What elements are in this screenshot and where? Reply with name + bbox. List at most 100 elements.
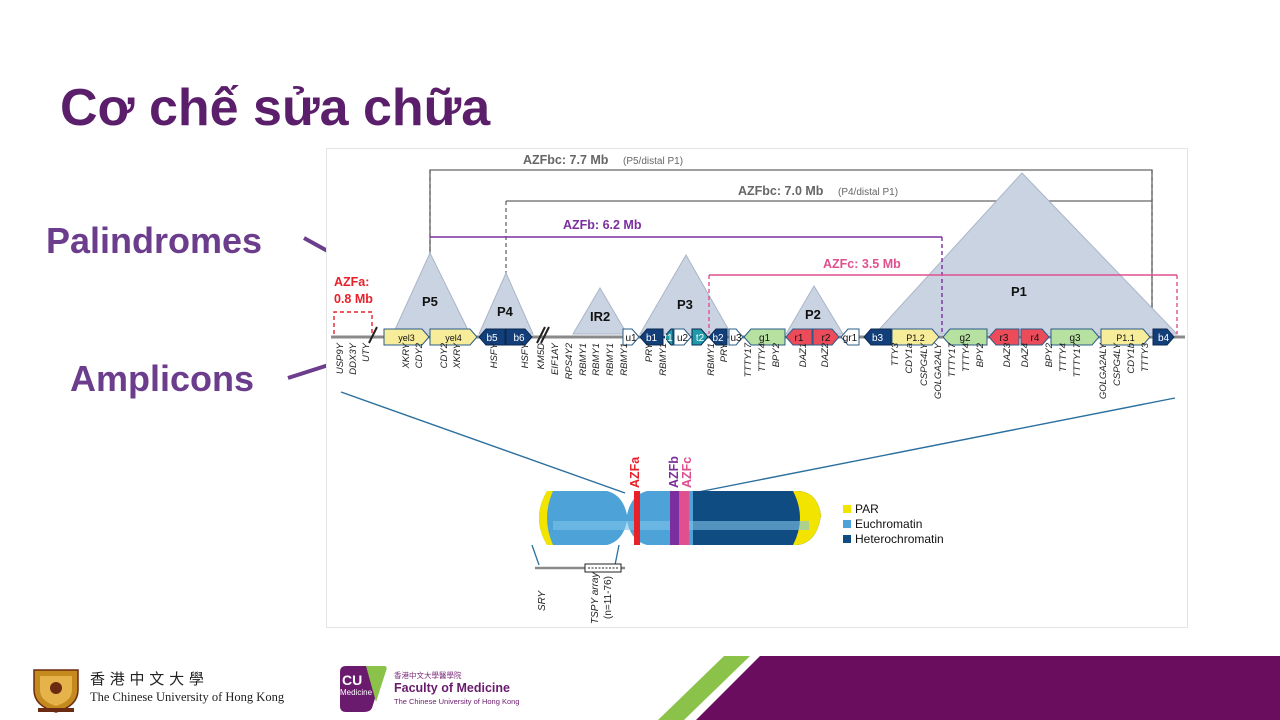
amplicon-segment-label: g2 (959, 333, 971, 344)
amplicon-segment-r4: r4 (1020, 328, 1050, 346)
y-chromosome-figure: AZFbc: 7.7 Mb (P5/distal P1) AZFbc: 7.0 … (326, 148, 1188, 628)
footer-purple-block (696, 656, 1280, 720)
amplicon-segment-p1-2: P1.2 (891, 328, 940, 346)
legend-label-heterochromatin: Heterochromatin (855, 532, 944, 546)
gene-label: CSPG4LY (919, 342, 930, 386)
amplicon-segment-b3: b3 (863, 328, 892, 346)
gene-label: PRY (719, 342, 730, 362)
cu-medicine-badge-line2: Medicine (340, 688, 373, 697)
amplicon-segment-label: t2 (696, 333, 705, 344)
gene-label: BPY2 (1044, 342, 1055, 367)
cuhk-logo: 香 港 中 文 大 學 The Chinese University of Ho… (28, 664, 288, 714)
gene-label: TTTY17 (743, 342, 754, 377)
amplicon-segment-b4: b4 (1152, 328, 1175, 346)
gene-label: HSFY (520, 342, 531, 368)
azfb-band-label: AZFb (667, 456, 681, 488)
gene-label: TTTY3 (1140, 342, 1151, 372)
azfa-label-1: AZFa: (334, 275, 369, 289)
par-left (539, 491, 553, 545)
amplicon-segment-g1: g1 (743, 328, 786, 346)
palindrome-p3-label: P3 (677, 297, 693, 312)
legend-label-par: PAR (855, 502, 879, 516)
azfc-band-label: AZFc (680, 457, 694, 488)
gene-label: DAZ1 (798, 343, 809, 367)
gene-label: XKRY (452, 342, 463, 369)
amplicon-segment-label: b6 (513, 333, 525, 344)
amplicon-segment-label: t1 (664, 333, 673, 344)
cuhk-english-name: The Chinese University of Hong Kong (90, 690, 285, 704)
ideogram-legend: PAR Euchromatin Heterochromatin (843, 502, 944, 546)
cu-medicine-badge-icon (340, 666, 387, 712)
legend-swatch-euchromatin (843, 520, 851, 528)
amplicon-segment-b6: b6 (505, 328, 533, 346)
amplicon-segment-b2: b2 (708, 328, 728, 346)
axis-break-1 (368, 326, 378, 344)
cu-medicine-badge-line1: CU (342, 672, 363, 688)
azfa-band (634, 491, 640, 545)
azfc-span: AZFc: 3.5 Mb (708, 257, 1178, 334)
amplicon-segment-label: gr1 (843, 333, 858, 344)
palindrome-p4-label: P4 (497, 304, 514, 319)
cuhk-chinese-name: 香 港 中 文 大 學 (90, 670, 204, 688)
amplicon-segment-u2: u2 (673, 328, 692, 346)
amplicon-segment-g2: g2 (942, 328, 988, 346)
gene-label: RBMY1 (706, 343, 717, 376)
gene-label: TTTY4 (1058, 343, 1069, 372)
azfc-span-label: AZFc: 3.5 Mb (823, 257, 901, 271)
gene-label: PRY (644, 342, 655, 362)
amplicon-segment-label: b4 (1158, 333, 1170, 344)
azfbc-77-label: AZFbc: 7.7 Mb (523, 153, 609, 167)
gene-label: GOLGA2ALY (1098, 342, 1109, 399)
palindromes-label: Palindromes (46, 220, 263, 261)
zoom-line-left (340, 391, 626, 494)
amplicon-segment-label: r1 (795, 333, 804, 344)
gene-label: TTY3 (890, 342, 901, 366)
amplicon-segment-b5: b5 (478, 328, 506, 346)
par-zoom-left (531, 544, 540, 566)
gene-label: RPS4Y2 (564, 342, 575, 379)
footer-band (658, 656, 1280, 720)
azfa-span: AZFa: 0.8 Mb (333, 275, 373, 334)
gene-label: CDY1a (904, 343, 915, 374)
cuhk-crest-icon (33, 669, 79, 713)
gene-label: BPY2 (771, 342, 782, 367)
gene-label: CDY1b (1126, 343, 1137, 374)
azfb-span: AZFb: 6.2 Mb (430, 218, 943, 334)
gene-label: TTTY17 (947, 342, 958, 377)
amplicon-segment-label: b1 (646, 333, 658, 344)
amplicon-segment-label: b5 (486, 333, 498, 344)
azfb-band (670, 491, 679, 545)
gene-label: DAZ2 (820, 342, 831, 367)
amplicon-segment-label: P1.1 (1116, 333, 1135, 343)
gene-label: EIF1AY (550, 342, 561, 375)
sry-label: SRY (537, 589, 548, 611)
gene-label: TTTY17 (1072, 342, 1083, 377)
gene-label: DAZ3 (1002, 342, 1013, 367)
chromosome-ideogram: AZFa AZFb AZFc (539, 456, 821, 545)
footer-green-stripe (658, 656, 750, 720)
gene-label: USP9Y (335, 342, 346, 374)
gene-label: DDX3Y (348, 342, 359, 374)
amplicon-segment-u1: u1 (622, 328, 640, 346)
gene-label: RBMY1 (658, 343, 669, 376)
amplicon-segment-label: yel4 (445, 333, 462, 343)
gene-label: RBMY1 (605, 343, 616, 376)
gene-label: BPY2 (975, 342, 986, 367)
par-right (793, 491, 821, 545)
gene-label: DAZ4 (1020, 343, 1031, 367)
zoom-line-right (692, 397, 1176, 494)
par-zoom-right (614, 544, 620, 566)
fom-chinese-name: 香港中文大學醫學院 (394, 671, 462, 680)
gene-label: RBMY1 (591, 343, 602, 376)
heterochromatin-region (693, 491, 821, 545)
palindrome-ir2-triangle (572, 287, 628, 335)
azfbc-77-note: (P5/distal P1) (623, 156, 683, 167)
amplicon-segment-label: r3 (1000, 333, 1009, 344)
gene-label: TTTY4 (757, 343, 768, 372)
amplicon-segment-label: u1 (625, 333, 637, 344)
gene-label: CDY2 (439, 342, 450, 368)
amplicons-label: Amplicons (70, 358, 255, 399)
amplicon-segment-label: r4 (1031, 333, 1040, 344)
amplicon-segment-label: u2 (677, 333, 689, 344)
